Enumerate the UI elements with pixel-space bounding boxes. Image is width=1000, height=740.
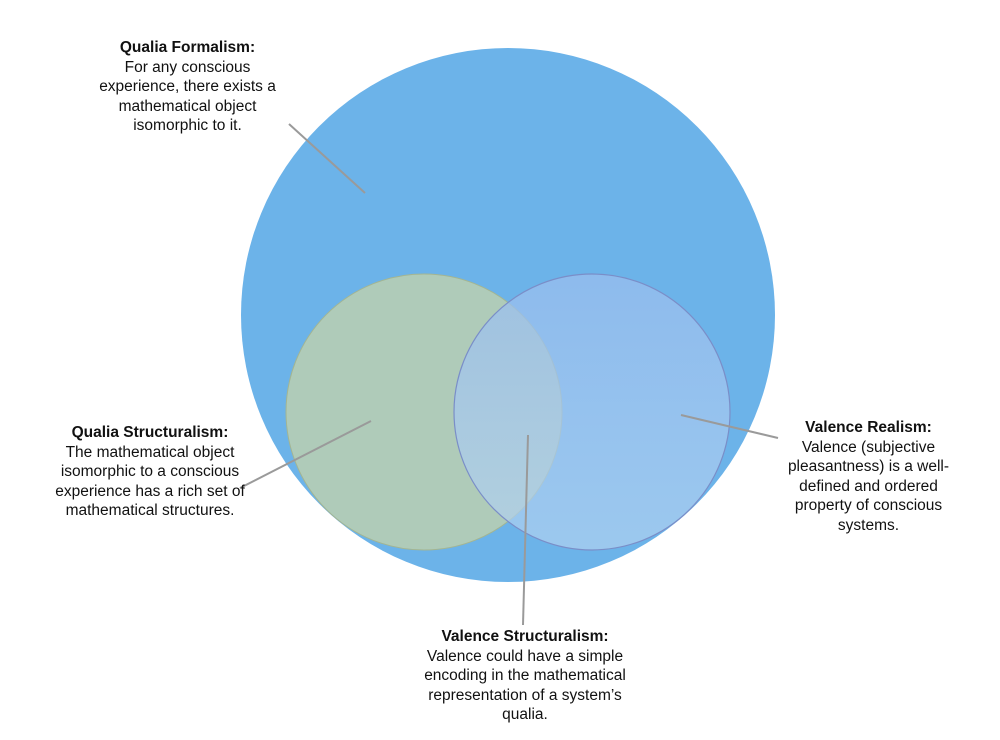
qualia-formalism-leader <box>288 123 366 194</box>
valence-realism-circle <box>453 273 731 551</box>
label-text: Valence (subjective pleasantness) is a w… <box>787 438 950 534</box>
label-title: Valence Realism: <box>805 419 932 436</box>
label-title: Qualia Formalism: <box>119 39 256 56</box>
valence-realism-label: Valence Realism: Valence (subjective ple… <box>776 418 961 535</box>
valence-structuralism-leader <box>522 434 529 626</box>
label-text: The mathematical object isomorphic to a … <box>55 443 245 520</box>
label-text: Valence could have a simple encoding in … <box>424 647 626 724</box>
qualia-structuralism-leader <box>239 420 372 489</box>
valence-realism-leader <box>680 414 779 439</box>
qualia-structuralism-label: Qualia Structuralism: The mathematical o… <box>40 423 260 521</box>
label-title: Valence Structuralism: <box>441 628 609 645</box>
qualia-formalism-label: Qualia Formalism: For any conscious expe… <box>90 38 285 136</box>
label-title: Qualia Structuralism: <box>71 424 229 441</box>
label-text: For any conscious experience, there exis… <box>99 58 276 135</box>
valence-structuralism-label: Valence Structuralism: Valence could hav… <box>420 627 630 725</box>
